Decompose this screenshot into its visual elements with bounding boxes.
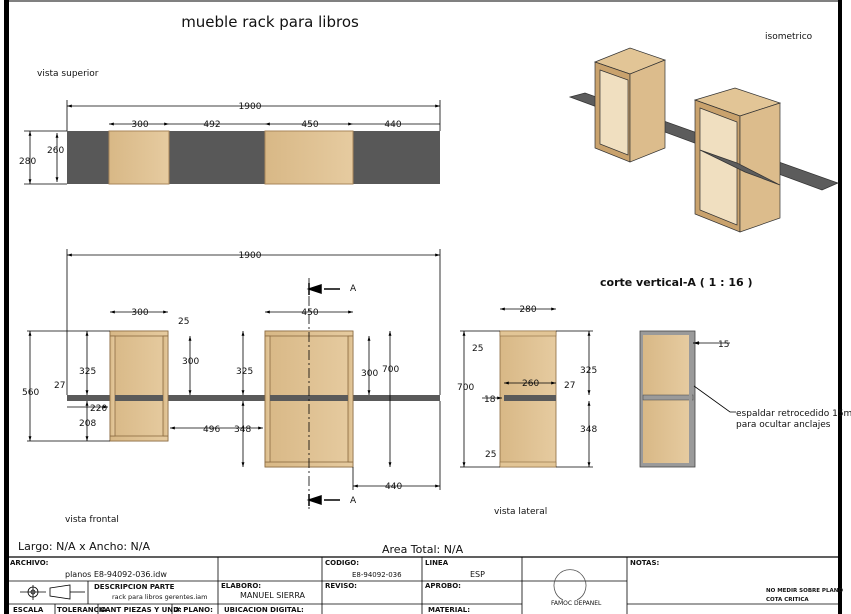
- linea-label: LINEA: [425, 559, 449, 567]
- dim-front-total: 1900: [239, 251, 262, 261]
- dim-side-t27: 27: [564, 381, 575, 391]
- section-note-2: para ocultar anclajes: [736, 420, 831, 430]
- dim-side-h700: 700: [457, 383, 474, 393]
- escala-label: ESCALA: [13, 606, 44, 614]
- codigo-label: CODIGO:: [325, 559, 359, 567]
- dim-top-a: 300: [131, 120, 148, 130]
- isometric-view: [568, 47, 839, 233]
- plano-label: # PLANO:: [175, 606, 213, 614]
- dim-top-b: 492: [203, 120, 220, 130]
- dim-top-h2: 260: [47, 146, 64, 156]
- material-label: MATERIAL:: [428, 606, 470, 614]
- dim-front-h208: 208: [79, 419, 96, 429]
- elaboro-value: MANUEL SIERRA: [240, 591, 306, 600]
- dim-front-w2: 450: [301, 308, 318, 318]
- top-view: 1900 300 492 450 440 280 260: [19, 100, 441, 185]
- label-isometric: isometrico: [765, 32, 813, 42]
- company-logo: FAMOC DEPANEL: [551, 600, 602, 607]
- dim-front-h700: 700: [382, 365, 399, 375]
- reviso-label: REVISO:: [325, 582, 357, 590]
- dim-side-w260: 260: [522, 379, 539, 389]
- dim-top-d: 440: [384, 120, 401, 130]
- note-no-medir: NO MEDIR SOBRE PLANO: [766, 588, 843, 594]
- linea-value: ESP: [470, 570, 485, 579]
- dim-front-d440: 440: [385, 482, 402, 492]
- frame-right: [838, 0, 842, 614]
- dim-front-h300a: 300: [182, 357, 199, 367]
- label-front-view: vista frontal: [65, 515, 119, 525]
- section-marker-bottom: A: [350, 496, 357, 506]
- dim-side-t18: 18: [484, 395, 496, 405]
- desc-value: rack para libros gerentes.iam: [112, 593, 207, 601]
- section-marker-top: A: [350, 284, 357, 294]
- label-side-view: vista lateral: [494, 507, 547, 517]
- desc-label: DESCRIPCION PARTE: [94, 583, 175, 591]
- drawing-title: mueble rack para libros: [181, 13, 359, 31]
- area-summary: Area Total: N/A: [382, 543, 464, 556]
- dim-section-t15: 15: [718, 340, 729, 350]
- frame-left: [4, 0, 9, 614]
- dim-front-h560: 560: [22, 388, 39, 398]
- dim-side-w280: 280: [519, 305, 536, 315]
- dim-front-w1: 300: [131, 308, 148, 318]
- archivo-value: planos E8-94092-036.idw: [65, 570, 167, 579]
- dim-front-h300b: 300: [361, 369, 378, 379]
- archivo-label: ARCHIVO:: [10, 559, 49, 567]
- dim-top-total: 1900: [239, 102, 262, 112]
- tolerancia-label: TOLERANCIA: [57, 606, 107, 614]
- dim-front-d220: 220: [90, 404, 107, 414]
- dim-top-c: 450: [301, 120, 318, 130]
- dim-side-h348: 348: [580, 425, 597, 435]
- side-view: 280 25 700 325 260 27 18 348 25 vista la…: [457, 305, 597, 517]
- dim-front-h325a: 325: [79, 367, 96, 377]
- aprobo-label: APROBO:: [425, 582, 461, 590]
- dim-front-t27: 27: [54, 381, 65, 391]
- size-summary: Largo: N/A x Ancho: N/A: [18, 540, 150, 553]
- label-top-view: vista superior: [37, 69, 99, 79]
- cant-label: CANT PIEZAS Y UND:: [100, 606, 182, 614]
- front-view: A A 1900 300 25 450 325 300 325 300: [22, 249, 441, 525]
- section-view: corte vertical-A ( 1 : 16 ) 15 espaldar …: [600, 276, 851, 468]
- ubicacion-label: UBICACION DIGITAL:: [224, 606, 304, 614]
- dim-front-d496: 496: [203, 425, 220, 435]
- dim-side-h325: 325: [580, 366, 597, 376]
- codigo-value: E8-94092-036: [352, 571, 402, 579]
- dim-front-h325b: 325: [236, 367, 253, 377]
- title-block-text: ARCHIVO: planos E8-94092-036.idw CODIGO:…: [10, 559, 843, 614]
- dim-side-t25a: 25: [472, 344, 483, 354]
- dim-front-h348: 348: [234, 425, 251, 435]
- dim-top-h1: 280: [19, 157, 36, 167]
- dim-side-t25b: 25: [485, 450, 496, 460]
- section-note-1: espaldar retrocedido 15mm: [736, 409, 851, 419]
- dim-front-t25: 25: [178, 317, 189, 327]
- section-title: corte vertical-A ( 1 : 16 ): [600, 276, 753, 289]
- elaboro-label: ELABORO:: [221, 582, 261, 590]
- note-cota-critica: COTA CRITICA: [766, 597, 809, 603]
- notas-label: NOTAS:: [630, 559, 659, 567]
- title-block: [9, 556, 838, 614]
